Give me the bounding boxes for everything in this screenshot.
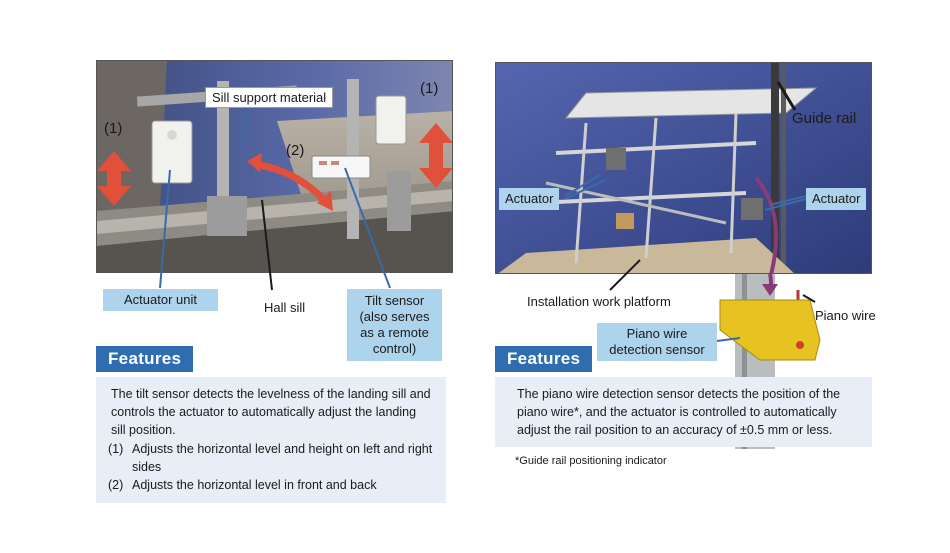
label-actuator-unit: Actuator unit [103, 289, 218, 311]
arc-arrowhead [762, 284, 778, 296]
label-piano-wire-sensor: Piano wire detection sensor [597, 323, 717, 361]
left-features-box: The tilt sensor detects the levelness of… [96, 377, 446, 503]
label-sill-support-material: Sill support material [205, 87, 334, 108]
right-features-tag: Features [495, 346, 593, 372]
label-actuator-right: Actuator [806, 188, 867, 210]
left-features-text: The tilt sensor detects the levelness of… [111, 387, 431, 437]
left-features-tag: Features [96, 346, 194, 372]
right-features-box: The piano wire detection sensor detects … [495, 377, 872, 447]
left-features-item-2-num: (2) [108, 478, 124, 492]
label-installation-platform: Installation work platform [527, 294, 671, 309]
label-actuator-left: Actuator [499, 188, 560, 210]
label-hall-sill: Hall sill [264, 300, 306, 315]
right-features-text: The piano wire detection sensor detects … [517, 387, 841, 437]
label-adjust-2: (2) [286, 142, 305, 159]
label-adjust-1-left: (1) [104, 120, 123, 137]
leader-piano-sensor [716, 337, 741, 342]
sensor-indicator [796, 341, 804, 349]
left-features-item-1-text: Adjusts the horizontal level and height … [132, 442, 433, 474]
label-guide-rail: Guide rail [792, 110, 857, 127]
label-adjust-1-right: (1) [420, 80, 439, 97]
left-features-item-1: (1) Adjusts the horizontal level and hei… [108, 440, 434, 476]
guide-rail-illustration [495, 62, 872, 274]
footnote: *Guide rail positioning indicator [515, 455, 667, 467]
arc-continuation [768, 273, 773, 291]
label-piano-wire: Piano wire [815, 308, 876, 323]
left-features-item-1-num: (1) [108, 442, 124, 456]
left-features-item-2: (2) Adjusts the horizontal level in fron… [108, 476, 434, 494]
left-features-item-2-text: Adjusts the horizontal level in front an… [132, 478, 377, 492]
leader-piano-wire [802, 294, 816, 303]
piano-wire-sensor-shape [719, 299, 821, 361]
guide-rail-illustration-drawing [496, 63, 871, 273]
label-tilt-sensor: Tilt sensor (also serves as a remote con… [347, 289, 442, 361]
